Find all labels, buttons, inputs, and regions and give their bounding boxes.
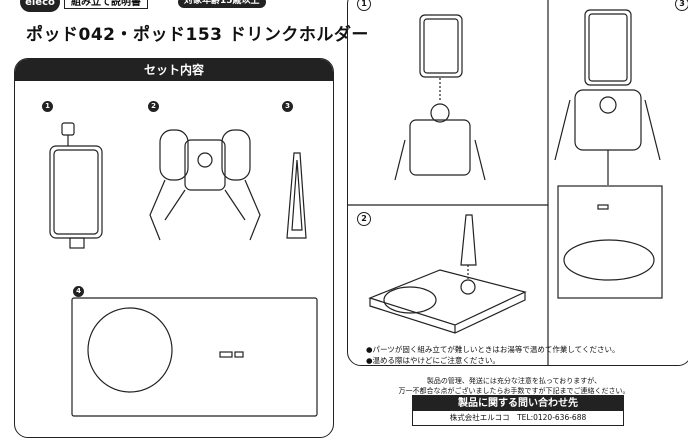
age-badge: 対象年齢15歳以上 — [178, 0, 266, 8]
step-number-2: 2 — [357, 212, 371, 226]
part-number-2: 2 — [148, 101, 159, 112]
assembly-steps-panel — [347, 0, 688, 366]
note-burn-caution: ●温める際はやけどにご注意ください。 — [366, 356, 500, 365]
note-warm-parts: ●パーツが固く組み立てが難しいときはお湯等で温めて作業してください。 — [366, 345, 620, 354]
contact-info: 株式会社エルココ TEL:0120-636-688 — [449, 413, 587, 422]
part-number-1: 1 — [42, 101, 53, 112]
part-number-4: 4 — [73, 286, 84, 297]
disclaimer-line-2: 万一不都合な点がございましたらお手数ですが下記までご連絡ください。 — [398, 387, 630, 395]
parts-illustration — [49, 0, 663, 417]
page-title: ポッド042・ポッド153 ドリンクホルダー — [26, 25, 369, 45]
step-number-1: 1 — [357, 0, 371, 11]
contact-heading: 製品に関する問い合わせ先 — [413, 396, 623, 411]
brand-logo: eleco — [20, 0, 60, 12]
part-number-3: 3 — [282, 101, 293, 112]
manual-label: 組み立て説明書 — [64, 0, 148, 9]
set-contents-heading: セット内容 — [15, 59, 333, 81]
contact-box: 製品に関する問い合わせ先 株式会社エルココ TEL:0120-636-688 — [412, 395, 624, 426]
disclaimer-line-1: 製品の管理、発送には充分な注意を払っておりますが、 — [426, 377, 602, 385]
step-number-3: 3 — [675, 0, 688, 11]
